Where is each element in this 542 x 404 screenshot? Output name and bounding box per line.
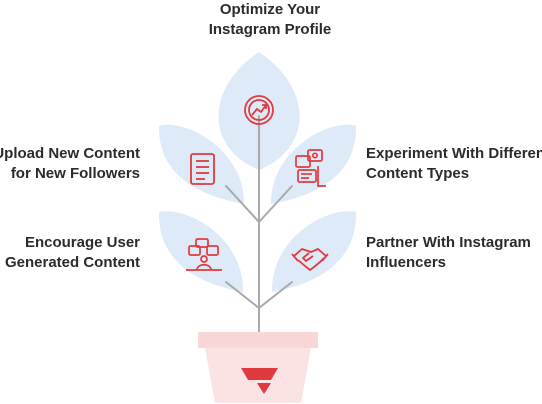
upper-left-label: Upload New Content for New Followers <box>0 144 140 184</box>
growth-badge-icon <box>244 95 274 125</box>
upper-right-leaf <box>270 124 357 204</box>
document-list-icon <box>190 153 215 185</box>
upper-left-label-line2: for New Followers <box>10 165 140 182</box>
plant-stem <box>225 115 293 333</box>
creator-chat-icon <box>186 238 222 271</box>
top-label-line1: Optimize Your <box>219 1 321 18</box>
upper-right-label: Experiment With Different Content Types <box>366 144 542 184</box>
lower-left-label: Encourage User Generated Content <box>5 233 140 273</box>
upper-left-label-line1: Upload New Content <box>0 145 140 162</box>
lower-left-label-line1: Encourage User <box>24 234 140 251</box>
lower-right-label: Partner With Instagram Influencers <box>366 233 531 273</box>
handshake-icon <box>291 248 329 271</box>
media-content-icon <box>295 149 326 187</box>
lower-left-label-line2: Generated Content <box>4 254 140 271</box>
brand-logo-icon <box>241 368 278 394</box>
upper-left-leaf <box>158 124 245 204</box>
pot-rim <box>198 332 318 348</box>
top-label-line2: Instagram Profile <box>208 21 332 38</box>
lower-right-label-line2: Influencers <box>366 254 447 271</box>
top-label: Optimize Your Instagram Profile <box>170 0 370 40</box>
upper-right-label-line1: Experiment With Different <box>366 145 542 162</box>
upper-right-label-line2: Content Types <box>366 165 470 182</box>
lower-right-label-line1: Partner With Instagram <box>366 234 531 251</box>
lower-left-leaf <box>158 211 244 292</box>
